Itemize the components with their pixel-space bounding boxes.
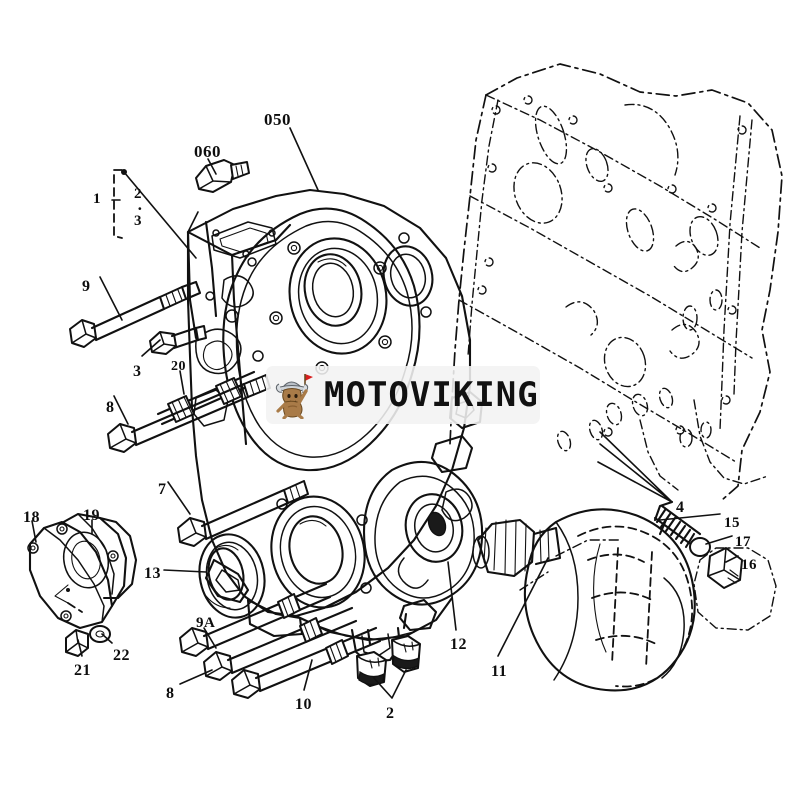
part-2-drain-plugs xyxy=(356,612,421,687)
callout-7-bolt: 7 xyxy=(158,481,167,498)
fastener-parts xyxy=(27,159,743,699)
callout-050-gear-housing: 050 xyxy=(264,110,291,129)
callout-060-plug: 060 xyxy=(194,142,221,161)
watermark-text: MOTOVIKING xyxy=(324,375,539,415)
part-18-19-bracket xyxy=(27,512,138,630)
part-16-valve-body xyxy=(707,547,743,589)
leader-lines xyxy=(31,127,739,699)
callout-1-group: 1 xyxy=(93,191,101,207)
part-7-bolt xyxy=(177,480,309,547)
part-10-bolt xyxy=(231,626,382,699)
callout-3-dowel: 3 xyxy=(133,363,142,380)
part-17-ball xyxy=(689,537,711,557)
part-12-adapter xyxy=(472,518,562,578)
part-15-spring xyxy=(653,504,702,549)
callout-18-bracket: 18 xyxy=(23,509,40,526)
callout-9A-bolt: 9A xyxy=(196,615,216,631)
callout-20-stud: 20 xyxy=(171,359,186,374)
part-060-plug xyxy=(195,159,250,193)
viking-dog-icon xyxy=(274,371,318,419)
part-8-bolt-lower xyxy=(203,606,358,681)
callout-group-dot: · xyxy=(137,199,144,218)
part-11-oil-filter xyxy=(523,508,696,692)
callout-2-top: 2 xyxy=(134,186,142,202)
part-9-bolt xyxy=(69,280,202,348)
gear-housing-050 xyxy=(186,188,484,664)
callout-11-oil-filter: 11 xyxy=(491,663,508,680)
part-13-oil-seal xyxy=(198,533,266,619)
callout-22-washer: 22 xyxy=(113,647,130,664)
callout-13-oil-seal: 13 xyxy=(144,565,161,582)
callout-9-bolt: 9 xyxy=(82,278,91,295)
engine-block-phantom xyxy=(449,63,783,631)
callout-17-ball: 17 xyxy=(735,534,751,550)
callout-21-nut: 21 xyxy=(74,662,91,679)
callout-10-bolt: 10 xyxy=(295,696,312,713)
part-9A-bolt xyxy=(179,582,332,657)
callout-4-plugs: 4 xyxy=(676,499,685,516)
callout-8-bolt-upper: 8 xyxy=(106,399,115,416)
part-3-dowel xyxy=(149,325,207,355)
callout-8-bolt-lower: 8 xyxy=(166,685,175,702)
part-8-bolt-upper xyxy=(107,374,271,453)
part-21-22-hardware xyxy=(65,625,111,657)
callout-3-top: 3 xyxy=(134,213,142,229)
callout-19-cover-plate: 19 xyxy=(83,507,100,524)
callout-15-spring: 15 xyxy=(724,515,740,531)
callout-16-relief-valve: 16 xyxy=(741,557,757,573)
callout-2-drain-plugs: 2 xyxy=(386,705,395,722)
callout-12-adapter: 12 xyxy=(450,636,467,653)
watermark: MOTOVIKING xyxy=(266,366,540,424)
